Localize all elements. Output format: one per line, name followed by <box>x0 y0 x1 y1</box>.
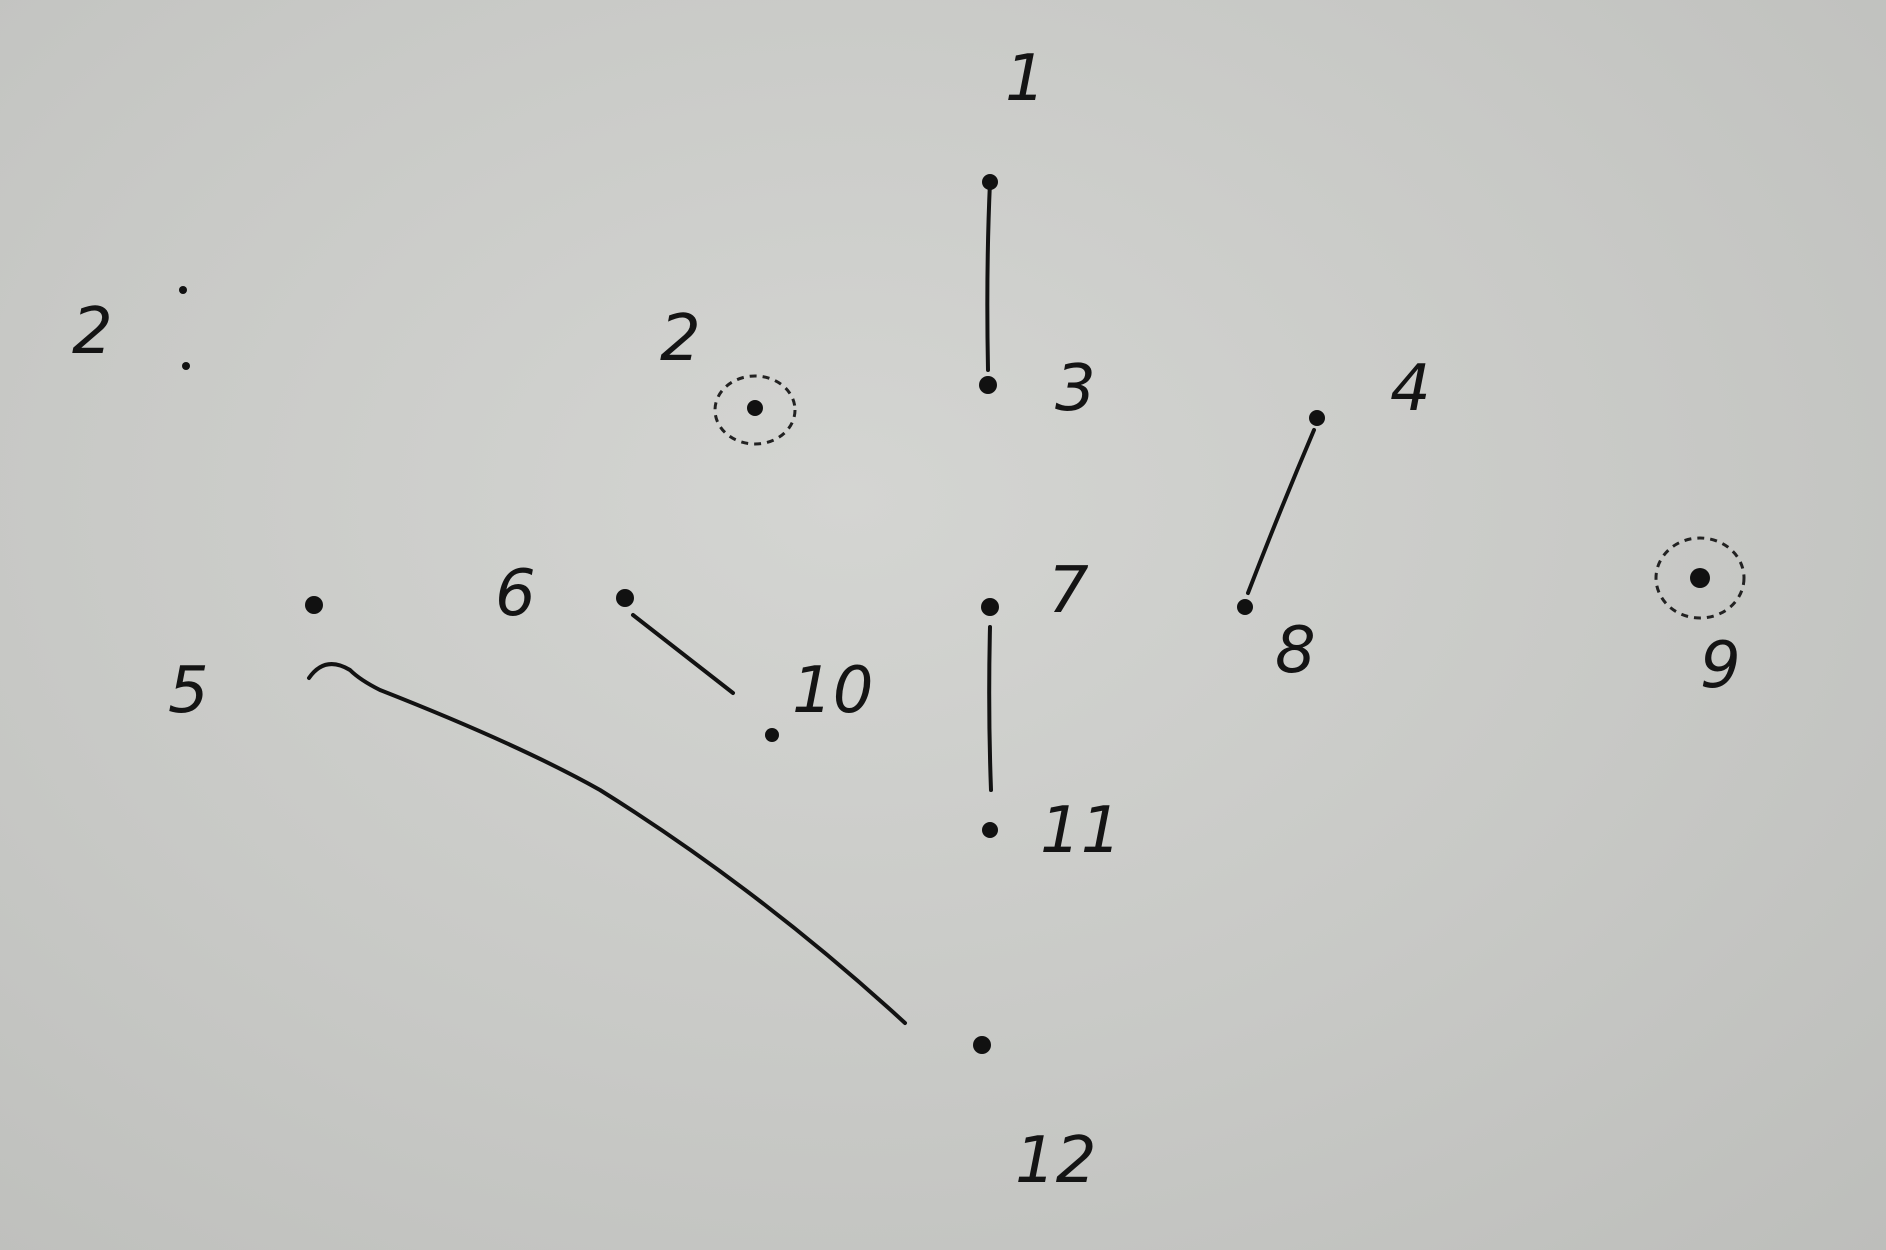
edge-4-8 <box>1246 428 1316 595</box>
node-9-dot <box>1690 568 1710 588</box>
node-1: 1 <box>982 42 1046 190</box>
edge-6-10 <box>631 613 735 695</box>
node-5: 5 <box>168 596 323 728</box>
edges <box>307 180 1316 1025</box>
node-10-dot <box>765 728 779 742</box>
node-6-dot <box>616 589 634 607</box>
node-3-dot <box>979 376 997 394</box>
nodes: 1 2 3 4 5 6 <box>168 42 1746 1198</box>
node-8-dot <box>1237 599 1253 615</box>
node-8-label: 8 <box>1275 614 1316 688</box>
node-6-label: 6 <box>495 557 536 631</box>
node-3-label: 3 <box>1055 352 1096 426</box>
node-11-dot <box>982 822 998 838</box>
edge-5-12 <box>307 662 907 1025</box>
colon-dot-bottom <box>182 362 190 370</box>
node-9-label: 9 <box>1700 629 1741 703</box>
node-11-label: 11 <box>1040 794 1121 868</box>
node-5-label: 5 <box>168 654 209 728</box>
colon-dot-top <box>179 286 187 294</box>
node-2-dot <box>747 400 763 416</box>
node-4-dot <box>1309 410 1325 426</box>
edge-1-3 <box>985 180 992 372</box>
node-1-label: 1 <box>1005 42 1046 116</box>
node-7: 7 <box>981 554 1089 628</box>
edge-7-11 <box>987 625 993 792</box>
node-8: 8 <box>1237 599 1316 688</box>
node-11: 11 <box>982 794 1121 868</box>
node-10-label: 10 <box>792 654 873 728</box>
node-6: 6 <box>495 557 634 631</box>
node-2-ring <box>713 374 797 446</box>
caption: 2 <box>72 286 190 370</box>
node-9: 9 <box>1654 536 1746 703</box>
node-9-ring <box>1654 536 1746 620</box>
node-1-dot <box>982 174 998 190</box>
node-7-dot <box>981 598 999 616</box>
node-3: 3 <box>979 352 1096 426</box>
node-2: 2 <box>660 302 797 446</box>
node-12: 12 <box>973 1036 1096 1198</box>
caption-text: 2 <box>72 295 113 369</box>
node-2-label: 2 <box>660 302 701 376</box>
node-12-dot <box>973 1036 991 1054</box>
node-10: 10 <box>765 654 873 742</box>
node-5-dot <box>305 596 323 614</box>
node-7-label: 7 <box>1048 554 1089 628</box>
node-4-label: 4 <box>1390 352 1431 426</box>
node-4: 4 <box>1309 352 1431 426</box>
node-12-label: 12 <box>1015 1124 1096 1198</box>
